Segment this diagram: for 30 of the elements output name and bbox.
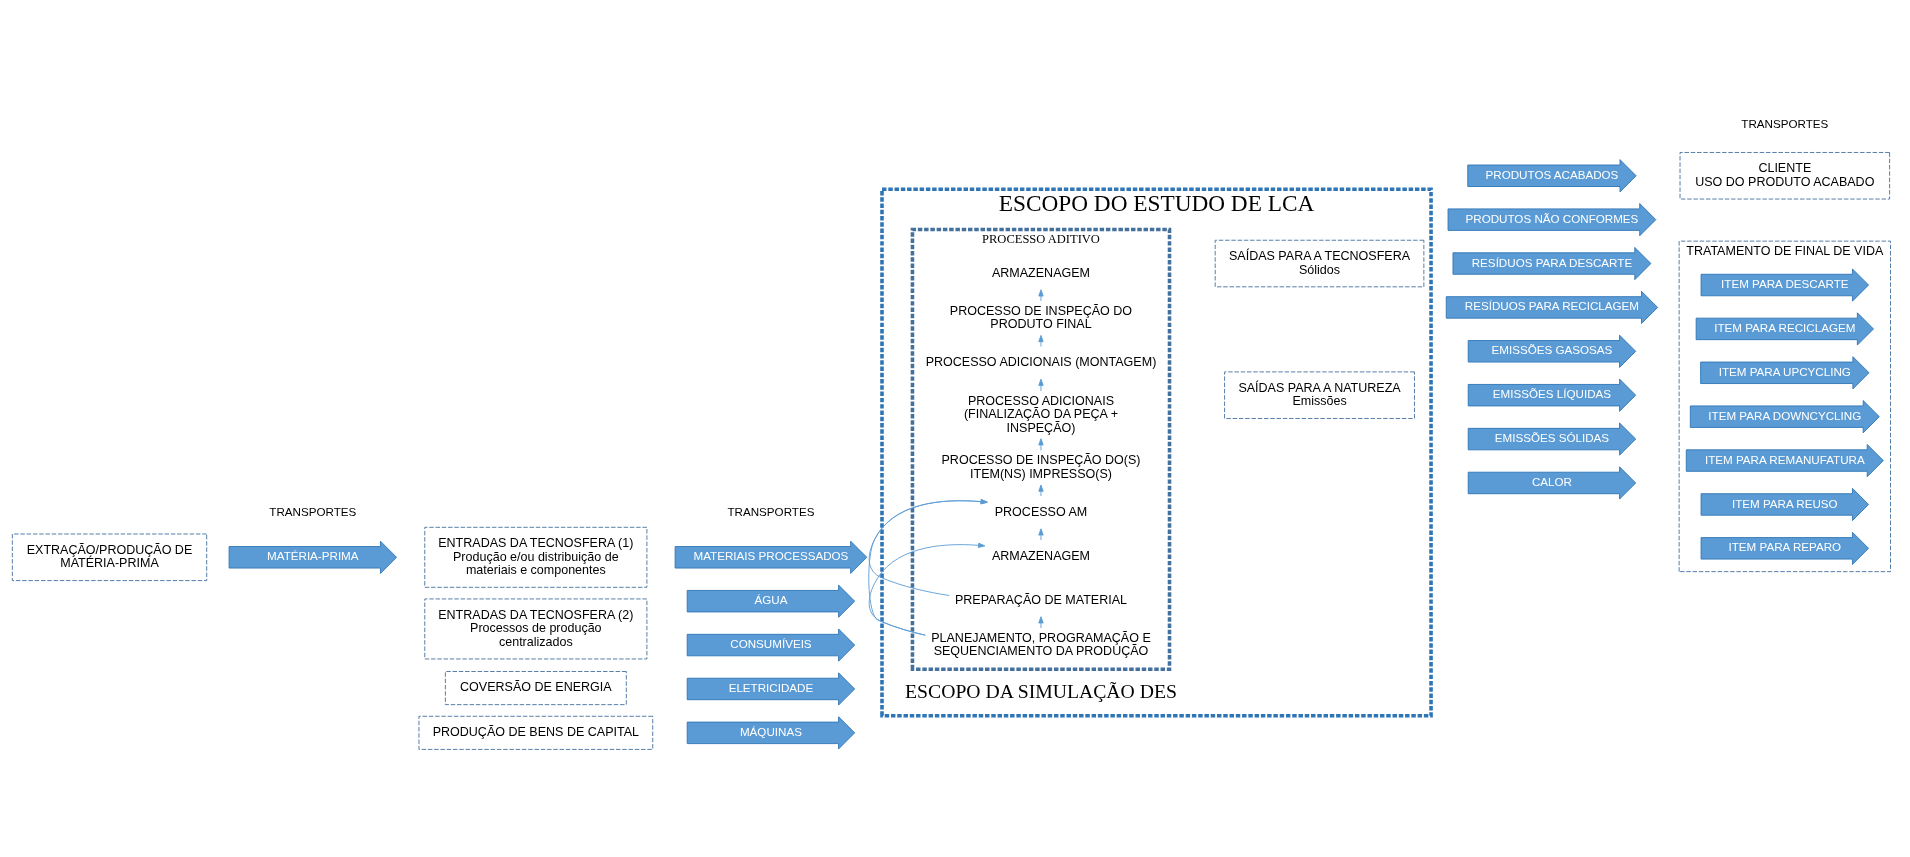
label: TRANSPORTES (727, 504, 815, 518)
arrow (1038, 484, 1044, 496)
node-box: ENTRADAS DA TECNOSFERA (2) Processos de produção centralizados (424, 598, 648, 659)
node-text: PROCESSO ADICIONAIS (FINALIZAÇÃO DA PEÇA + INSPEÇÃO) (963, 393, 1119, 435)
node-box: CLIENTE USO DO PRODUTO ACABADO (1679, 151, 1891, 199)
node-text: PROCESSO AM (994, 504, 1088, 519)
node-box: ENTRADAS DA TECNOSFERA (1) Produção e/ou distribuição de materiais e componentes (424, 526, 648, 588)
node-box: PRODUÇÃO DE BENS DE CAPITAL (418, 715, 654, 750)
node-text: ARMAZENAGEM (991, 548, 1091, 563)
node-box: EXTRAÇÃO/PRODUÇÃO DE MATÉRIA-PRIMA (11, 533, 208, 581)
arrow (1038, 527, 1044, 540)
arrow (868, 498, 988, 596)
arrow (868, 498, 988, 636)
node-text: PROCESSO DE INSPEÇÃO DO(S) ITEM(NS) IMPRESSO(S) (941, 452, 1141, 481)
arrow (1038, 615, 1044, 628)
arrow (1038, 334, 1044, 347)
arrow (1038, 288, 1044, 301)
node-text: PROCESSO DE INSPEÇÃO DO PRODUTO FINAL (949, 303, 1133, 331)
arrow (1038, 437, 1044, 451)
label: TRANSPORTES (1741, 116, 1829, 130)
label: ESCOPO DA SIMULAÇÃO DES (905, 679, 1177, 702)
node-text: ARMAZENAGEM (991, 265, 1091, 280)
node-box: SAÍDAS PARA A TECNOSFERA Sólidos (1214, 239, 1425, 287)
node-box: SAÍDAS PARA A NATUREZA Emissões (1224, 370, 1415, 419)
node-text: PREPARAÇÃO DE MATERIAL (954, 592, 1127, 607)
node-box: COVERSÃO DE ENERGIA (444, 670, 627, 705)
node-text: PROCESSO ADICIONAIS (MONTAGEM) (925, 354, 1157, 369)
arrow (1038, 378, 1044, 391)
label: TRANSPORTES (269, 504, 357, 518)
node-text: PLANEJAMENTO, PROGRAMAÇÃO E SEQUENCIAMENTO DA PRODUÇÃO (931, 630, 1151, 658)
